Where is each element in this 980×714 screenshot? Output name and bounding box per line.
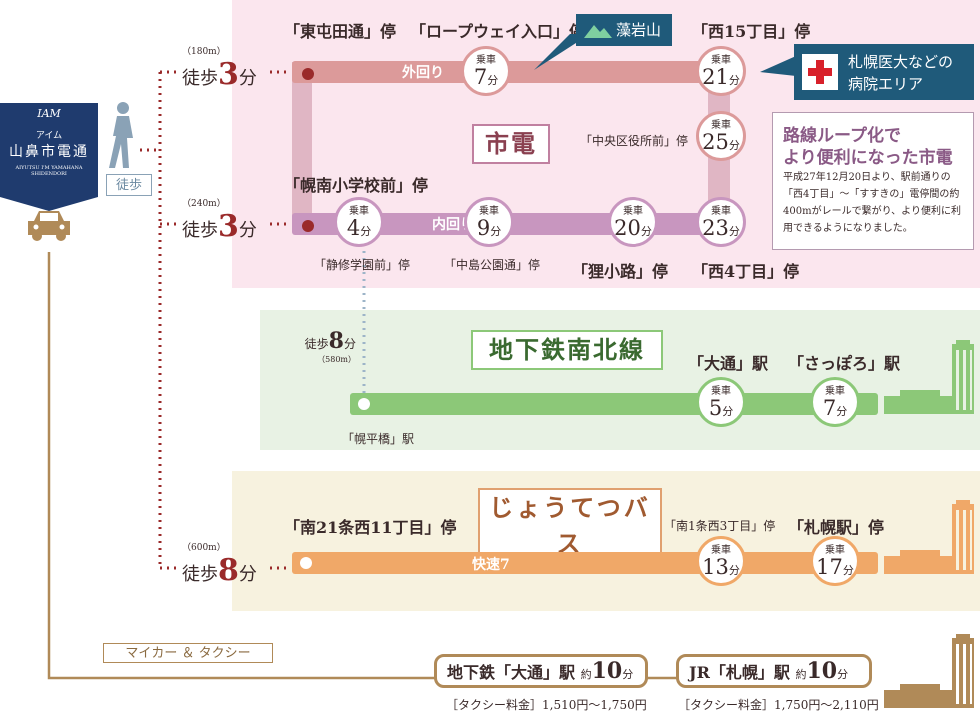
stop-odori-subway: 「大通」駅 — [688, 354, 769, 373]
taxi-fare-jr-sapporo: ［タクシー料金］1,750円～2,110円 — [678, 698, 879, 712]
hospital-callout-tail — [760, 56, 796, 76]
mountain-callout: 藻岩山 — [576, 14, 672, 46]
stop-tanukikoji: 「狸小路」停 — [572, 262, 669, 281]
bus-route-label: 快速7 — [472, 557, 510, 573]
taxi-dest-jr-sapporo: JR「札幌」駅 約10分 — [676, 654, 872, 688]
hospital-callout-line1: 札幌医大などの — [848, 53, 954, 71]
walk-legend-label: 徒歩 — [106, 174, 152, 196]
stop-sapporo-subway: 「さっぽろ」駅 — [788, 354, 901, 373]
stop-chuo-kuyakusho: 「中央区役所前」停 — [580, 134, 689, 148]
hospital-callout: 札幌医大などの 病院エリア — [794, 44, 974, 100]
stop-minami21-nishi11: 「南21条西11丁目」停 — [284, 518, 457, 537]
stop-nishi4: 「西4丁目」停 — [692, 262, 800, 281]
red-cross-icon — [802, 54, 838, 90]
bus-track — [292, 552, 878, 574]
tram-outer-start — [302, 68, 314, 80]
stop-konan-shogakko: 「幌南小学校前」停 — [284, 176, 429, 195]
hospital-callout-line2: 病院エリア — [848, 75, 924, 93]
loop-info-box: 路線ループ化で より便利になった市電 平成27年12月20日より、駅前通りの「西… — [772, 112, 974, 250]
subway-start — [358, 398, 370, 410]
subway-walk-time: 徒歩8分 （580m） — [304, 328, 356, 364]
walk-time-bus: （600m） 徒歩8分 — [182, 543, 257, 589]
stop-sapporo-eki-bus: 「札幌駅」停 — [788, 518, 885, 537]
tram-outer-track — [292, 61, 730, 83]
stop-minami1-nishi3: 「南1条西3丁目」停 — [664, 519, 776, 533]
sapporo-station-building-icon-car — [884, 634, 974, 708]
bus-start — [300, 557, 312, 569]
walk-time-tram-outer: （180m） 徒歩3分 — [182, 47, 257, 93]
loop-info-title2: より便利になった市電 — [783, 148, 953, 168]
stop-nakajima-koen: 「中島公園通」停 — [444, 258, 541, 272]
tram-inner-label: 内回り — [432, 217, 474, 233]
loop-info-text: 平成27年12月20日より、駅前通りの「西4丁目」～「すすきの」電停間の約400… — [783, 172, 961, 234]
tram-inner-start — [302, 220, 314, 232]
stop-ropeway-iriguchi: 「ロープウェイ入口」停 — [410, 22, 586, 41]
stop-seishu-gakuen: 「静修学園前」停 — [314, 258, 411, 272]
stop-horohirabashi: 「幌平橋」駅 — [342, 432, 415, 446]
property-logo: IAM アイム 山鼻市電通 AIYUTSU I'M YAMAHANA SHIDE… — [0, 103, 98, 197]
car-icon — [28, 211, 70, 241]
stop-higashi-tondenmichi: 「東屯田通」停 — [284, 22, 397, 41]
stop-nishi15: 「西15丁目」停 — [692, 22, 811, 41]
tram-title: 市電 — [472, 124, 550, 164]
logo-sub: アイム — [35, 131, 63, 141]
taxi-dest-odori: 地下鉄「大通」駅 約10分 — [434, 654, 648, 688]
logo-brand: IAM — [37, 107, 61, 120]
subway-title: 地下鉄南北線 — [471, 330, 663, 370]
taxi-fare-odori: ［タクシー料金］1,510円～1,750円 — [446, 698, 647, 712]
tram-outer-label: 外回り — [402, 65, 444, 81]
logo-roman: AIYUTSU I'M YAMAHANA SHIDENDORI — [15, 165, 83, 177]
sapporo-station-building-icon — [884, 340, 974, 414]
mountain-icon — [584, 25, 612, 38]
tram-loop-left — [292, 62, 312, 224]
walk-time-tram-inner: （240m） 徒歩3分 — [182, 199, 257, 245]
mountain-callout-label: 藻岩山 — [616, 21, 662, 39]
logo-name: 山鼻市電通 — [9, 144, 89, 160]
subway-track — [350, 393, 878, 415]
pedestrian-icon — [109, 102, 133, 168]
logo-shadow — [0, 197, 98, 211]
car-legend-label: マイカー ＆ タクシー — [103, 643, 273, 663]
sapporo-station-building-icon-bus — [884, 500, 974, 574]
bus-title: じょうてつバス — [478, 488, 662, 564]
loop-info-title1: 路線ループ化で — [783, 126, 901, 146]
